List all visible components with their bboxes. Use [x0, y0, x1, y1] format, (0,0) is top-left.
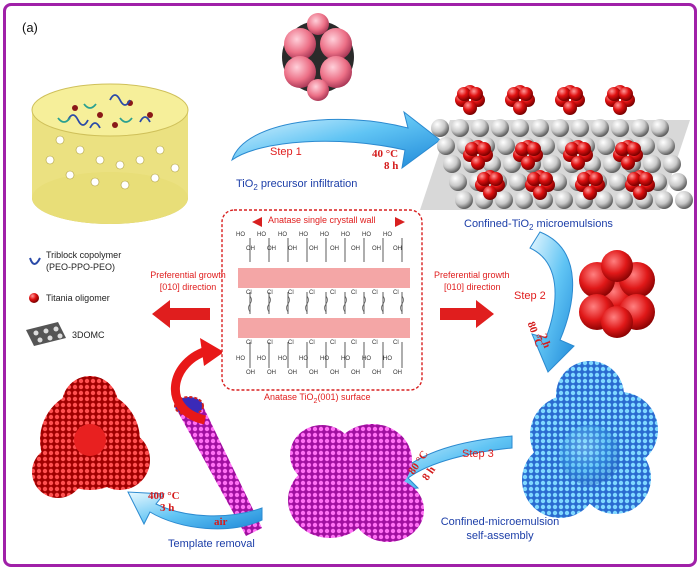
chem-label: Cl — [309, 290, 315, 296]
center-crystal-schematic — [221, 209, 423, 391]
removal-atmosphere: air — [214, 516, 228, 528]
chem-label: HO — [341, 232, 350, 238]
step1-temp: 40 °C — [372, 148, 399, 160]
chem-label: Cl — [330, 290, 336, 296]
growth-left-line1: Preferential growth — [150, 270, 226, 280]
chem-label: Cl — [309, 340, 315, 346]
blue-assembly-illustration — [522, 361, 658, 518]
chem-label: HO — [236, 356, 245, 362]
growth-left-line2: [010] direction — [159, 282, 217, 292]
chem-label: OH — [351, 246, 360, 252]
template-removal-caption: Template removal — [168, 538, 255, 550]
step2-label: Step 2 — [514, 290, 546, 302]
surface-label: Anatase TiO2(001) surface — [264, 392, 371, 405]
chem-label: OH — [330, 246, 339, 252]
step3-label: Step 3 — [462, 448, 494, 460]
chem-label: Cl — [246, 340, 252, 346]
confined-microemulsions-illustration — [420, 85, 693, 210]
chem-label: OH — [351, 370, 360, 376]
chem-label: OH — [288, 370, 297, 376]
chem-label: HO — [236, 232, 245, 238]
chem-label: Cl — [372, 340, 378, 346]
legend-oligomer: Titania oligomer — [46, 293, 110, 303]
copolymer-icon — [29, 257, 41, 265]
nanotube-illustration — [171, 338, 262, 536]
panel-label: (a) — [22, 20, 38, 35]
chem-label: Cl — [267, 290, 273, 296]
self-assembly-caption-2: self-assembly — [466, 530, 534, 542]
chem-label: HO — [362, 232, 371, 238]
chem-label: HO — [278, 232, 287, 238]
chem-label: Cl — [330, 340, 336, 346]
chem-label: OH — [372, 370, 381, 376]
oligomer-icon — [29, 293, 39, 303]
chem-label: Cl — [267, 340, 273, 346]
chem-label: OH — [267, 246, 276, 252]
legend-template: 3DOMC — [72, 330, 105, 340]
chem-label: OH — [246, 246, 255, 252]
chem-label: OH — [267, 370, 276, 376]
chem-label: Cl — [288, 340, 294, 346]
chem-label: Cl — [351, 290, 357, 296]
template-removal-arrow — [127, 491, 263, 530]
self-assembly-caption-1: Confined-microemulsion — [440, 516, 560, 528]
chem-label: HO — [320, 356, 329, 362]
chem-label: HO — [299, 232, 308, 238]
removal-temp: 400 °C — [148, 490, 180, 502]
template-dish-illustration — [31, 83, 189, 224]
chem-label: OH — [246, 370, 255, 376]
step1-arrow — [231, 110, 441, 170]
legend-copolymer-1: Triblock copolymer — [46, 250, 122, 260]
wall-label: Anatase single crystall wall — [268, 215, 376, 225]
legend-icons — [26, 257, 66, 346]
chem-label: OH — [330, 370, 339, 376]
chem-label: OH — [309, 246, 318, 252]
chem-label: HO — [299, 356, 308, 362]
chem-label: HO — [257, 232, 266, 238]
growth-right-line1: Preferential growth — [434, 270, 510, 280]
step1-label: Step 1 — [270, 146, 302, 158]
chem-label: HO — [278, 356, 287, 362]
chem-label: HO — [257, 356, 266, 362]
chem-label: OH — [309, 370, 318, 376]
step1-time: 8 h — [384, 160, 399, 172]
chem-label: HO — [383, 232, 392, 238]
red-sphere-cluster — [579, 250, 655, 338]
chem-label: Cl — [393, 290, 399, 296]
chem-label: OH — [288, 246, 297, 252]
chem-label: HO — [383, 356, 392, 362]
chem-label: Cl — [246, 290, 252, 296]
removal-time: 3 h — [160, 502, 175, 514]
chem-label: Cl — [372, 290, 378, 296]
chem-label: Cl — [351, 340, 357, 346]
red-assembly-illustration — [32, 376, 150, 498]
step2-arrow — [529, 231, 575, 373]
step1-caption: TiO2 precursor infiltration — [236, 178, 358, 193]
confined-caption: Confined-TiO2 microemulsions — [464, 218, 613, 233]
chem-label: OH — [372, 246, 381, 252]
growth-right-line2: [010] direction — [444, 282, 501, 292]
chem-label: HO — [362, 356, 371, 362]
chem-label: HO — [320, 232, 329, 238]
chem-label: Cl — [393, 340, 399, 346]
growth-arrow-right — [440, 300, 494, 328]
chem-label: OH — [393, 370, 402, 376]
chem-label: Cl — [288, 290, 294, 296]
chem-label: HO — [341, 356, 350, 362]
legend-copolymer-2: (PEO-PPO-PEO) — [46, 262, 116, 272]
template-3domc-icon — [26, 322, 66, 346]
unit-cell-illustration — [282, 13, 354, 101]
magenta-assembly-illustration — [288, 424, 424, 542]
growth-arrow-left — [152, 300, 210, 328]
chem-label: OH — [393, 246, 402, 252]
